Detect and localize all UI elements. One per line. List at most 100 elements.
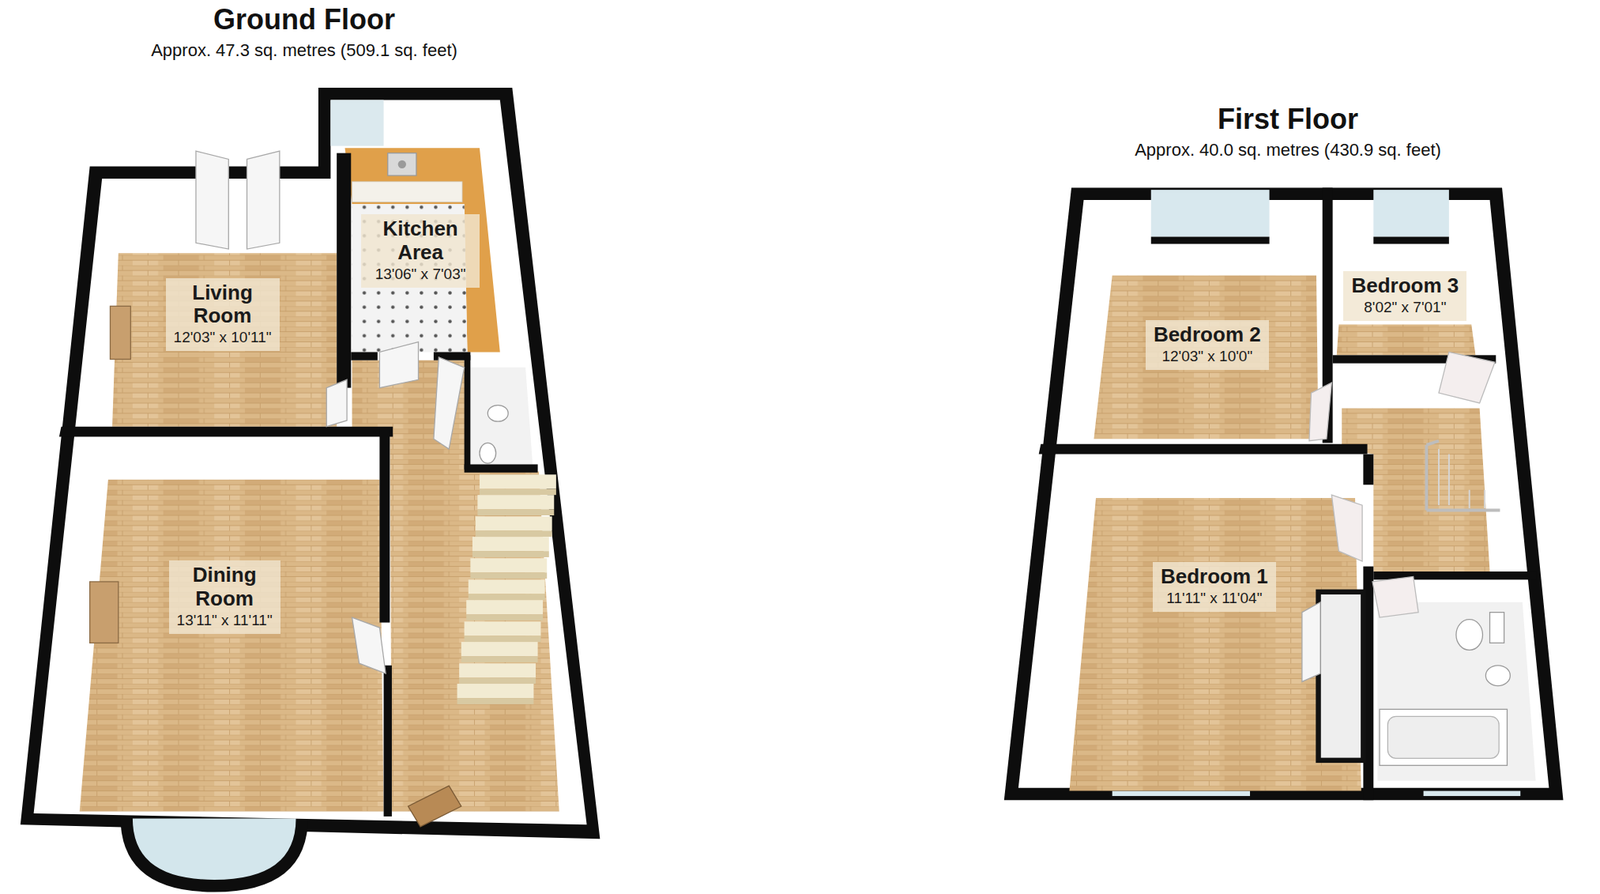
stair-riser <box>479 488 557 495</box>
partition-wall <box>379 428 390 622</box>
floor-plan: Living Room12'03" x 10'11"Kitchen Area13… <box>15 3 593 889</box>
fireplace <box>90 581 119 643</box>
door <box>247 150 280 249</box>
stair-tread <box>470 557 547 573</box>
kitchen-cupboards <box>352 181 463 203</box>
basin <box>487 405 509 422</box>
window <box>330 100 384 147</box>
banister <box>1425 444 1429 511</box>
floor-wood <box>79 479 384 812</box>
banister <box>1426 440 1439 445</box>
room-name: Dining Room <box>176 563 272 611</box>
partition-wall <box>1039 444 1368 455</box>
exterior-wall <box>20 87 601 839</box>
stair-riser <box>470 572 547 579</box>
wc-floor <box>470 367 533 465</box>
stair-riser <box>477 508 554 516</box>
room-label: Living Room12'03" x 10'11" <box>165 278 280 351</box>
banister <box>1468 489 1471 509</box>
banister <box>1438 448 1440 505</box>
exterior-wall <box>1004 188 1564 801</box>
fireplace <box>109 305 131 359</box>
window <box>1423 790 1521 796</box>
stair-tread <box>477 494 554 509</box>
stair-tread <box>475 515 553 531</box>
wall-face <box>33 100 588 825</box>
toilet <box>1456 619 1484 651</box>
banister <box>1426 508 1500 512</box>
floor-wood <box>1341 407 1490 572</box>
room-label: Kitchen Area13'06" x 7'03" <box>361 214 480 287</box>
door <box>379 342 418 388</box>
partition-wall <box>464 463 539 472</box>
room-dimensions: 13'06" x 7'03" <box>368 264 472 285</box>
floor-area: Approx. 40.0 sq. metres (430.9 sq. feet) <box>995 139 1581 161</box>
stair-tread <box>468 579 546 594</box>
window-sill <box>1373 237 1450 245</box>
window-sill <box>1151 237 1270 245</box>
floor-plan: Bedroom 212'03" x 10'0" Bedroom 38'02" x … <box>995 102 1581 814</box>
stair-riser <box>468 593 546 600</box>
bay-window-glass <box>132 817 297 879</box>
partition-wall <box>1362 454 1374 486</box>
room-label: Bedroom 212'03" x 10'0" <box>1145 320 1269 370</box>
partition-wall <box>464 354 471 470</box>
door <box>1331 494 1363 561</box>
stair-tread <box>461 641 539 656</box>
floor-wood <box>1336 324 1476 356</box>
stair-tread <box>472 536 550 551</box>
bathroom-floor <box>1377 602 1536 781</box>
floor-wood <box>112 252 337 426</box>
wardrobe <box>1318 591 1364 761</box>
room-name: Kitchen Area <box>368 217 472 265</box>
room-name: Bedroom 1 <box>1160 564 1269 589</box>
bay-window-wall <box>120 816 309 893</box>
stair-tread <box>464 621 542 636</box>
stair-riser <box>475 530 553 537</box>
stair-riser <box>457 697 535 704</box>
bath-inner <box>1387 715 1499 758</box>
stair-tread <box>466 599 543 614</box>
stair-riser <box>459 677 536 684</box>
stair-tread <box>479 474 557 489</box>
room-name: Living Room <box>175 281 271 329</box>
stair-riser <box>466 613 543 621</box>
window <box>1373 189 1450 237</box>
window <box>1151 189 1270 237</box>
basin <box>1485 665 1510 686</box>
floor-area: Approx. 47.3 sq. metres (509.1 sq. feet) <box>15 40 593 61</box>
room-dimensions: 8'02" x 7'01" <box>1351 297 1459 318</box>
bath <box>1379 708 1507 765</box>
partition-wall <box>350 351 378 360</box>
door <box>195 150 229 249</box>
banister <box>1448 454 1450 506</box>
door <box>1372 576 1419 618</box>
door <box>326 379 347 426</box>
floor-title: Ground Floor <box>15 3 593 36</box>
room-name: Bedroom 3 <box>1351 274 1459 298</box>
banister <box>1483 489 1486 509</box>
stair-riser <box>472 550 550 558</box>
stair-riser <box>464 635 542 642</box>
door <box>433 357 465 449</box>
room-label: Dining Room13'11" x 11'11" <box>169 560 281 633</box>
floor-wood <box>1093 275 1318 440</box>
room-dimensions: 13'11" x 11'11" <box>176 610 273 631</box>
wardrobe-door <box>1302 602 1321 682</box>
room-label: Bedroom 111'11" x 11'04" <box>1152 561 1277 612</box>
partition-wall <box>59 426 393 437</box>
room-dimensions: 12'03" x 10'0" <box>1153 346 1262 367</box>
sink-drain <box>398 160 407 169</box>
partition-wall <box>336 153 351 388</box>
front-door <box>408 785 462 827</box>
room-dimensions: 12'03" x 10'11" <box>173 327 272 348</box>
floor-title: First Floor <box>995 102 1581 136</box>
stair-tread <box>459 662 536 678</box>
partition-wall <box>384 665 392 817</box>
stair-riser <box>461 655 539 663</box>
kitchen-counter <box>345 147 501 352</box>
window <box>1112 790 1250 796</box>
door <box>1438 351 1495 403</box>
